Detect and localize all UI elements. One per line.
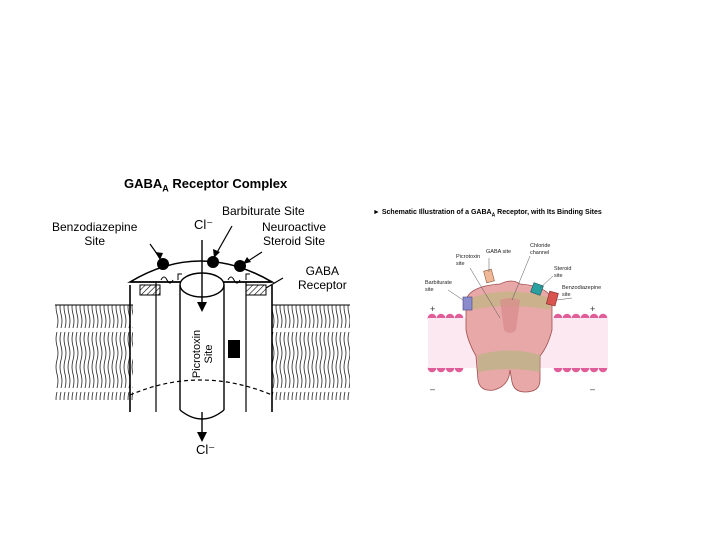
steroid-site-marker	[530, 282, 544, 296]
right-picrotoxin-label: Picrotoxin site	[456, 254, 481, 267]
neurosteroid-label: Neuroactive Steroid Site	[262, 220, 327, 248]
minus-right: –	[590, 384, 596, 394]
benzodiazepine-dot	[157, 258, 169, 270]
right-title-sub: A	[491, 212, 496, 219]
right-title-prefix: ► Schematic Illustration of a GABA	[373, 209, 492, 216]
minus-left: –	[430, 384, 436, 394]
membrane-left	[55, 305, 133, 400]
right-diagram-title: ► Schematic Illustration of a GABAA Rece…	[373, 209, 602, 218]
membrane-right	[272, 305, 350, 400]
hatched-site-right	[245, 284, 267, 296]
left-title-rest: Receptor Complex	[168, 176, 288, 191]
gaba-site-marker	[483, 268, 495, 284]
receptor-walls	[129, 285, 273, 412]
right-gaba-label: GABA site	[486, 249, 512, 255]
right-barbiturate-label: Barbiturate site	[425, 280, 452, 293]
right-steroid-label: Steroid site	[554, 266, 572, 279]
plus-right: +	[590, 304, 596, 314]
benzodiazepine-label: Benzodiazepine Site	[52, 220, 138, 248]
picrotoxin-block	[228, 340, 240, 358]
benzodiazepine-site-marker	[545, 290, 559, 307]
chloride-top-label: Cl⁻	[194, 217, 214, 232]
left-title-sub: A	[162, 183, 169, 194]
hatched-site-left	[139, 284, 161, 296]
left-diagram-title: GABAA Receptor Complex	[124, 176, 287, 194]
gaba-receptor-label: GABA Receptor	[298, 264, 347, 292]
chloride-bottom-label: Cl⁻	[196, 442, 216, 457]
barbiturate-dot	[207, 256, 219, 268]
plus-left: +	[430, 304, 436, 314]
left-title-main: GABA	[124, 176, 163, 191]
steroid-dot	[234, 260, 246, 272]
right-benzodiazepine-label: Benzodiazepine site	[562, 285, 602, 298]
barbiturate-label: Barbiturate Site	[222, 204, 305, 218]
barbiturate-site-marker	[462, 296, 473, 311]
right-chloride-label: Chloride channel	[530, 243, 551, 256]
right-title-rest: Receptor, with Its Binding Sites	[495, 209, 602, 216]
